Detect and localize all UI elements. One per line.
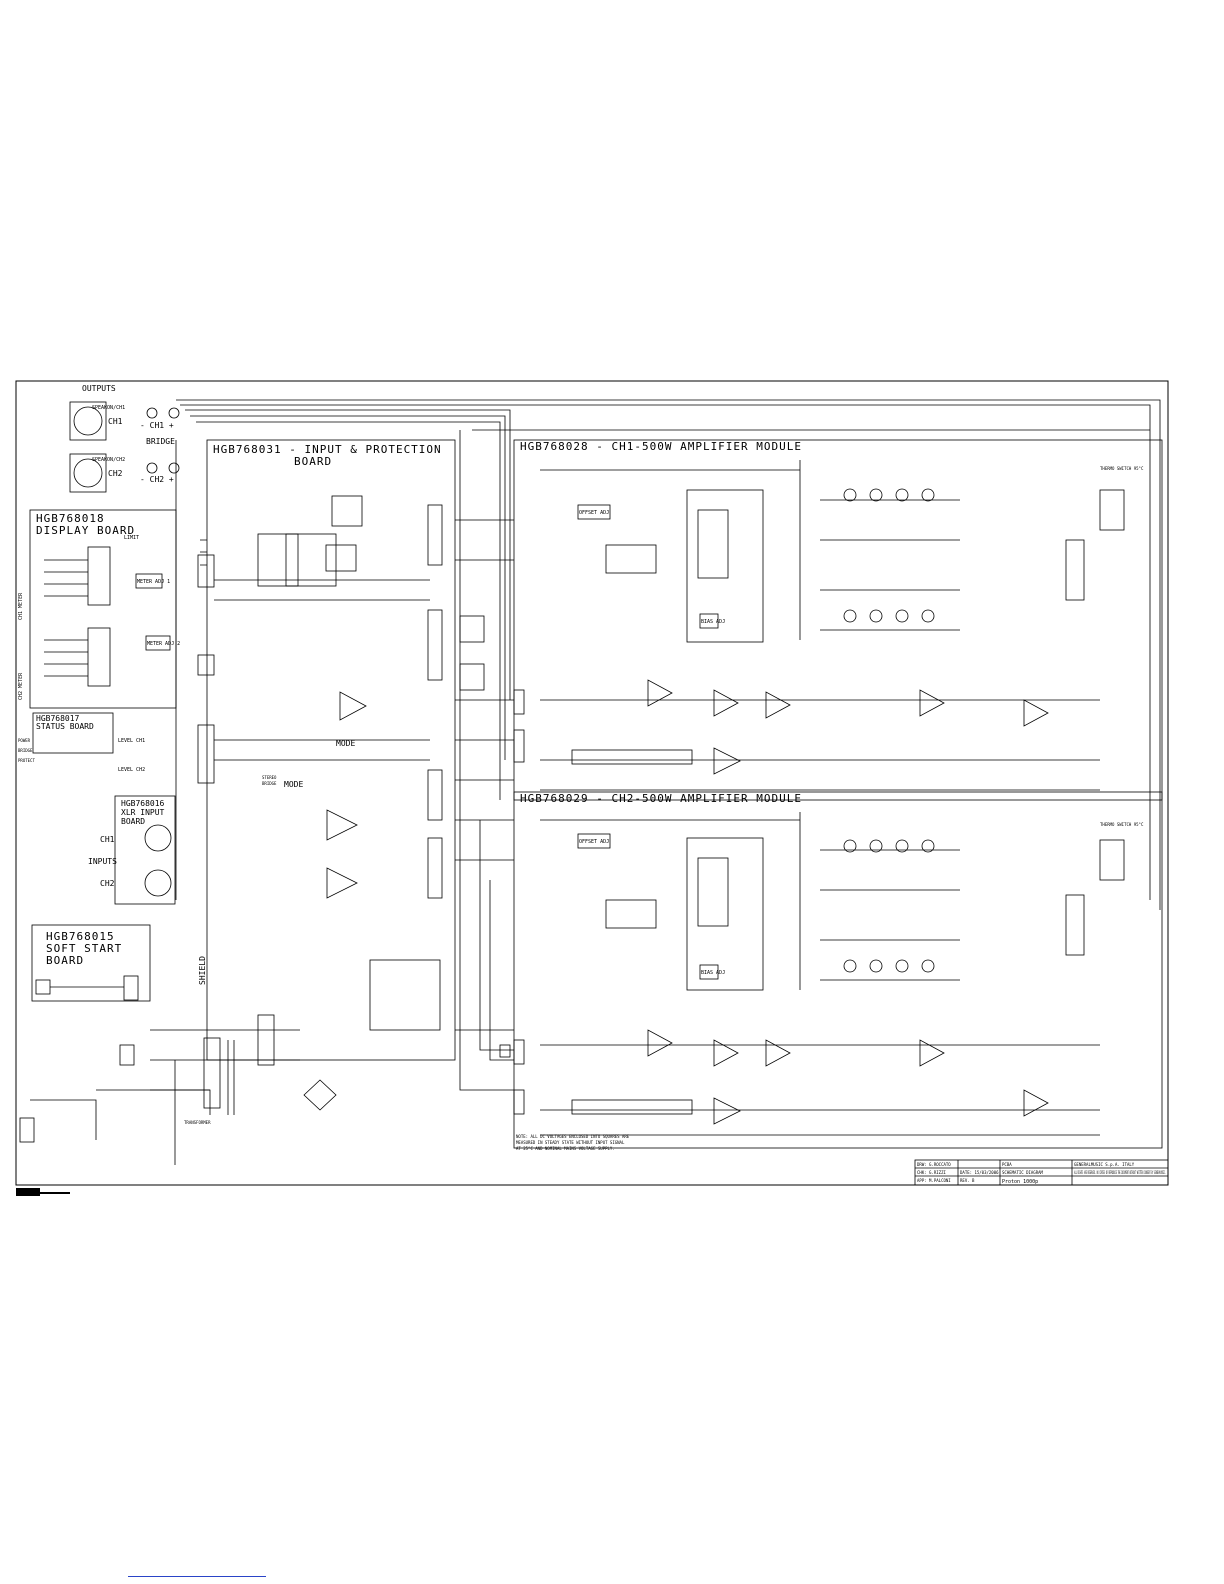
ch2-output-label: - CH2 +	[140, 475, 174, 484]
svg-text:SPEAKON/CH2: SPEAKON/CH2	[92, 457, 125, 463]
speakon-ch1-label: CH1	[108, 417, 123, 426]
input-protection-board-outline	[206, 439, 456, 1061]
svg-text:PROTECT: PROTECT	[18, 758, 35, 763]
status-board-title: HGB768017	[36, 714, 80, 723]
ch1-amp-title: HGB768028 - CH1-500W AMPLIFIER MODULE	[520, 440, 802, 453]
xlr-board-subtitle-2: BOARD	[121, 817, 145, 826]
svg-text:DATE: 15/03/2006: DATE: 15/03/2006	[960, 1170, 999, 1175]
display-board-outline	[29, 509, 177, 709]
svg-text:REV. B: REV. B	[960, 1178, 975, 1183]
company-name: GENERALMUSIC S.p.A. ITALY	[1074, 1162, 1135, 1167]
svg-text:BRIDGE: BRIDGE	[18, 748, 33, 753]
soft-start-subtitle: SOFT START	[46, 942, 122, 955]
svg-text:THERMO SWITCH 95°C: THERMO SWITCH 95°C	[1100, 466, 1144, 471]
status-board-subtitle: STATUS BOARD	[36, 722, 94, 731]
inputs-label: INPUTS	[88, 857, 117, 866]
ch2-meter-label: CH2 METER	[18, 672, 24, 700]
bridge-output-label: BRIDGE	[146, 437, 175, 446]
svg-text:SCHEMATIC DIAGRAM: SCHEMATIC DIAGRAM	[1002, 1170, 1044, 1175]
svg-text:PCBA: PCBA	[1002, 1162, 1012, 1167]
note-line-3: AT 25°C AND NOMINAL MAINS VOLTAGE SUPPLY…	[516, 1146, 615, 1151]
mode-label-top: MODE	[336, 739, 355, 748]
title-block	[914, 1159, 1169, 1186]
soft-start-subtitle-2: BOARD	[46, 954, 84, 967]
xlr-ch2-label: CH2	[100, 879, 115, 888]
outputs-label: OUTPUTS	[82, 384, 116, 393]
ch1-meter-label: CH1 METER	[18, 592, 24, 620]
sheet-frame	[15, 380, 1169, 1186]
svg-text:POWER: POWER	[18, 738, 31, 743]
shield-label: SHIELD	[198, 956, 207, 985]
note-line-2: MEASURED IN STEADY STATE WITHOUT INPUT S…	[516, 1140, 625, 1145]
svg-text:CHK: G.RIZZI: CHK: G.RIZZI	[917, 1170, 946, 1175]
ch2-output-transistors	[843, 839, 935, 973]
model-name: Proton 1000p	[1002, 1179, 1038, 1185]
ch1-amp-board-outline	[513, 439, 1163, 801]
ch1-bias-adj: BIAS ADJ	[701, 619, 725, 625]
level-ch1-label: LEVEL CH1	[118, 738, 145, 744]
svg-text:METER ADJ 2: METER ADJ 2	[147, 641, 180, 647]
svg-text:METER ADJ 1: METER ADJ 1	[137, 579, 170, 585]
ch2-offset-adj: OFFSET ADJ	[579, 839, 609, 845]
svg-text:BRIDGE: BRIDGE	[262, 781, 277, 786]
soft-start-title: HGB768015	[46, 930, 115, 943]
svg-text:SPEAKON/CH1: SPEAKON/CH1	[92, 405, 125, 411]
svg-text:THERMO SWITCH 95°C: THERMO SWITCH 95°C	[1100, 822, 1144, 827]
note-line-1: NOTE: ALL DC VOLTAGES ENCLOSED INTO SQUA…	[516, 1134, 630, 1139]
input-protection-title: HGB768031 - INPUT & PROTECTION	[213, 443, 442, 456]
soft-start-board-outline	[31, 924, 151, 1002]
xlr-ch1-label: CH1	[100, 835, 115, 844]
svg-text:DRW: G.ROCCATO: DRW: G.ROCCATO	[917, 1162, 951, 1167]
ch2-amp-board-outline	[513, 791, 1163, 1149]
svg-text:STEREO: STEREO	[262, 775, 277, 780]
ch1-offset-adj: OFFSET ADJ	[579, 510, 609, 516]
ch2-bias-adj: BIAS ADJ	[701, 970, 725, 976]
ch2-amp-title: HGB768029 - CH2-500W AMPLIFIER MODULE	[520, 792, 802, 805]
display-board-title: HGB768018	[36, 512, 105, 525]
display-board-subtitle: DISPLAY BOARD	[36, 524, 135, 537]
mode-label-bottom: MODE	[284, 780, 303, 789]
limit-label: LIMIT	[124, 535, 139, 541]
svg-text:TRANSFORMER: TRANSFORMER	[184, 1120, 211, 1125]
svg-text:ALL RIGHTS ARE RESERVED. NO CO: ALL RIGHTS ARE RESERVED. NO COPIES OR RE…	[1074, 1170, 1166, 1175]
svg-text:APP: M.PALCONI: APP: M.PALCONI	[917, 1178, 951, 1183]
page-corner-mark	[16, 1188, 40, 1196]
input-protection-subtitle: BOARD	[294, 455, 332, 468]
ch1-output-label: - CH1 +	[140, 421, 174, 430]
xlr-board-subtitle: XLR INPUT	[121, 808, 165, 817]
speakon-ch2-label: CH2	[108, 469, 123, 478]
xlr-board-outline	[114, 795, 176, 905]
status-board-outline	[32, 712, 114, 754]
hyperlink-underline[interactable]	[128, 1576, 266, 1577]
xlr-board-title: HGB768016	[121, 799, 165, 808]
level-ch2-label: LEVEL CH2	[118, 767, 145, 773]
ch1-output-transistors	[843, 488, 935, 623]
